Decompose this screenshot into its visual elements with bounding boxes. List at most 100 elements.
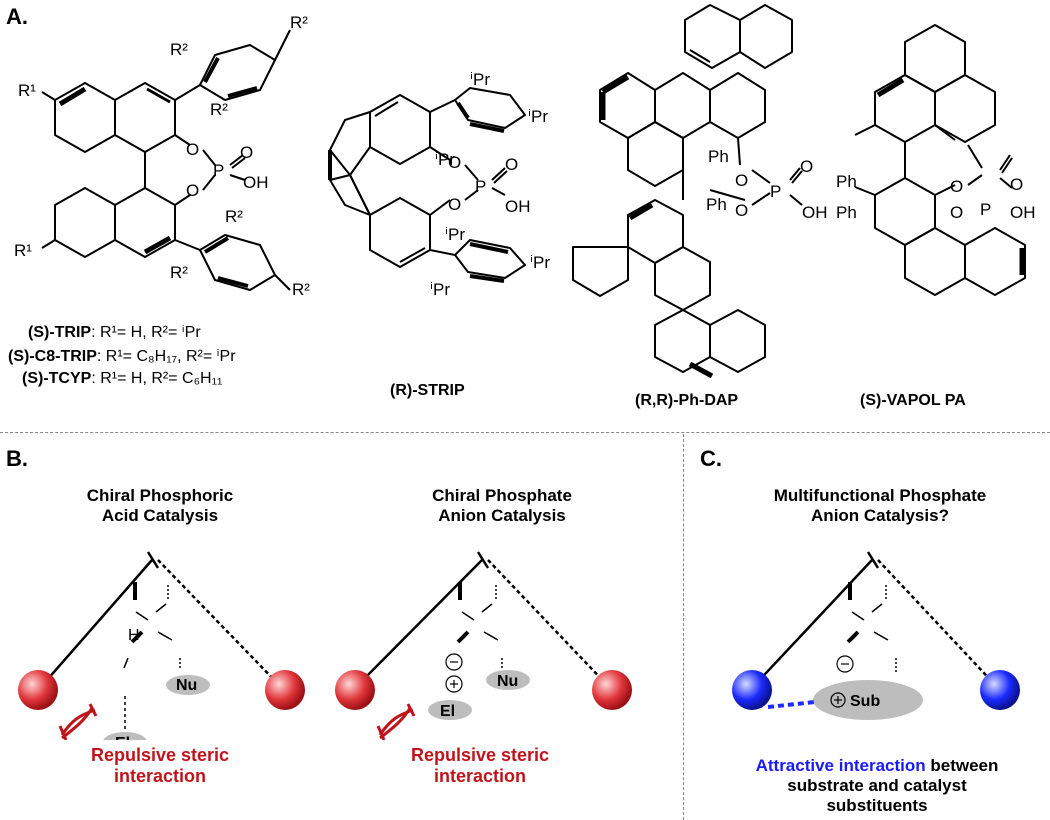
- b-right-title-line-1: Chiral Phosphate: [432, 486, 572, 505]
- trip-r1-bottom: R¹: [14, 241, 32, 260]
- c-plus-circle: [830, 692, 846, 708]
- strip-ipr-4: ⁱPr: [445, 225, 465, 244]
- trip-o2: O: [186, 181, 199, 200]
- panel-label-c: C.: [700, 446, 722, 471]
- b-right-steric-icon: [376, 703, 416, 740]
- horizontal-divider: [0, 432, 1050, 433]
- trip-line-1: (S)-TRIP: R¹= H, R²= ⁱPr: [28, 324, 201, 341]
- strip-ipr-5: ⁱPr: [530, 253, 550, 272]
- c-title-line-2: Anion Catalysis?: [811, 506, 949, 525]
- strip-name: (R)-STRIP: [390, 382, 465, 399]
- strip-o2: O: [448, 195, 461, 214]
- vapol-o2: O: [950, 203, 963, 222]
- dap-o2: O: [735, 201, 748, 220]
- b-left-title-line-1: Chiral Phosphoric: [86, 486, 234, 505]
- trip-o1: O: [186, 140, 199, 159]
- mechanism-svg: H: [18, 551, 1020, 740]
- dap-oh: OH: [802, 203, 828, 222]
- b-right-caption-line-2: interaction: [433, 766, 526, 786]
- structures-svg: R¹ R¹ R² R² R² R² R² R² O O P O OH ⁱPr ⁱ…: [14, 4, 1036, 379]
- dap-structure: [572, 4, 803, 379]
- strip-structure: [328, 87, 526, 283]
- b-right-title: Chiral Phosphate Anion Catalysis: [382, 486, 622, 526]
- b-right-caption-line-1: Repulsive steric: [410, 745, 550, 765]
- b-left-nu: Nu: [176, 677, 197, 694]
- trip-line-2: (S)-C8-TRIP: R¹= C₈H₁₇, R²= ⁱPr: [8, 348, 236, 365]
- trip-r2-d: R²: [225, 207, 243, 226]
- dap-o1: O: [735, 171, 748, 190]
- b-left-el-ellipse: [103, 732, 147, 740]
- c-attractive-line: [767, 700, 816, 709]
- trip-r2-c: R²: [210, 100, 228, 119]
- trip-r2-a: R²: [170, 40, 188, 59]
- c-caption-line-3: substituents: [826, 796, 928, 815]
- c-scheme: [751, 551, 999, 689]
- c-caption-line-1: Attractive interaction between: [712, 756, 1042, 776]
- b-left-red-sphere-right: [265, 670, 305, 710]
- c-sub-ellipse: [813, 680, 923, 720]
- b-right-caption: Repulsive steric interaction: [370, 745, 590, 787]
- b-right-scheme: [354, 551, 611, 693]
- c-caption: Attractive interaction between substrate…: [712, 756, 1042, 816]
- b-left-el: El: [115, 735, 130, 740]
- b-left-scheme: [39, 551, 283, 732]
- c-caption-rest: between: [925, 756, 999, 775]
- b-right-red-sphere-left: [335, 670, 375, 710]
- b-left-red-sphere-left: [18, 670, 58, 710]
- b-left-steric-icon: [58, 703, 98, 740]
- trip-oh: OH: [243, 173, 269, 192]
- vapol-ph-2: Ph: [836, 203, 857, 222]
- trip-p: P: [213, 161, 224, 180]
- b-left-caption: Repulsive steric interaction: [50, 745, 270, 787]
- vapol-structure: [854, 24, 1026, 296]
- trip-r1-top: R¹: [18, 81, 36, 100]
- trip-o3: O: [240, 143, 253, 162]
- b-left-caption-line-1: Repulsive steric: [90, 745, 230, 765]
- b-right-red-sphere-right: [592, 670, 632, 710]
- b-left-title-line-2: Acid Catalysis: [101, 506, 219, 525]
- strip-oh: OH: [505, 197, 531, 216]
- b-right-nu: Nu: [497, 673, 518, 690]
- b-left-h: H: [128, 627, 140, 644]
- strip-ipr-6: ⁱPr: [430, 280, 450, 299]
- b-right-el-ellipse: [428, 700, 472, 720]
- vapol-oh: OH: [1010, 203, 1036, 222]
- trip-structure: [41, 29, 291, 291]
- dap-ph-2: Ph: [706, 195, 727, 214]
- c-blue-sphere-right: [980, 670, 1020, 710]
- vapol-ph-1: Ph: [836, 172, 857, 191]
- trip-r2-f: R²: [292, 280, 310, 299]
- strip-ipr-3: ⁱPr: [435, 150, 455, 169]
- panel-label-b: B.: [6, 446, 28, 471]
- vapol-name: (S)-VAPOL PA: [860, 392, 966, 409]
- dap-p: P: [770, 182, 781, 201]
- strip-o1: O: [448, 153, 461, 172]
- strip-ipr-1: ⁱPr: [528, 107, 548, 126]
- vapol-o1: O: [950, 177, 963, 196]
- trip-r2-e: R²: [170, 263, 188, 282]
- c-title: Multifunctional Phosphate Anion Catalysi…: [735, 486, 1025, 526]
- trip-line-3: (S)-TCYP: R¹= H, R²= C₆H₁₁: [22, 370, 223, 387]
- trip-r2-b: R²: [290, 13, 308, 32]
- b-left-title: Chiral Phosphoric Acid Catalysis: [40, 486, 280, 526]
- strip-o3: O: [505, 155, 518, 174]
- c-caption-line-2: substrate and catalyst: [787, 776, 967, 795]
- panel-label-a: A.: [6, 4, 28, 29]
- strip-ipr-2: ⁱPr: [470, 70, 490, 89]
- c-sub: Sub: [850, 693, 880, 710]
- b-left-caption-line-2: interaction: [113, 766, 206, 786]
- dap-name: (R,R)-Ph-DAP: [635, 392, 739, 409]
- vapol-o3: O: [1010, 175, 1023, 194]
- b-right-nu-ellipse: [486, 670, 530, 690]
- vertical-divider: [683, 434, 684, 820]
- dap-ph-1: Ph: [708, 147, 729, 166]
- c-caption-blue: Attractive interaction: [755, 756, 926, 775]
- strip-p: P: [475, 177, 486, 196]
- b-right-title-line-2: Anion Catalysis: [438, 506, 566, 525]
- b-right-el: El: [440, 703, 455, 720]
- vapol-p: P: [980, 200, 991, 219]
- b-left-nu-ellipse: [166, 675, 210, 695]
- c-blue-sphere-left: [732, 670, 772, 710]
- c-title-line-1: Multifunctional Phosphate: [773, 486, 987, 505]
- dap-o3: O: [800, 157, 813, 176]
